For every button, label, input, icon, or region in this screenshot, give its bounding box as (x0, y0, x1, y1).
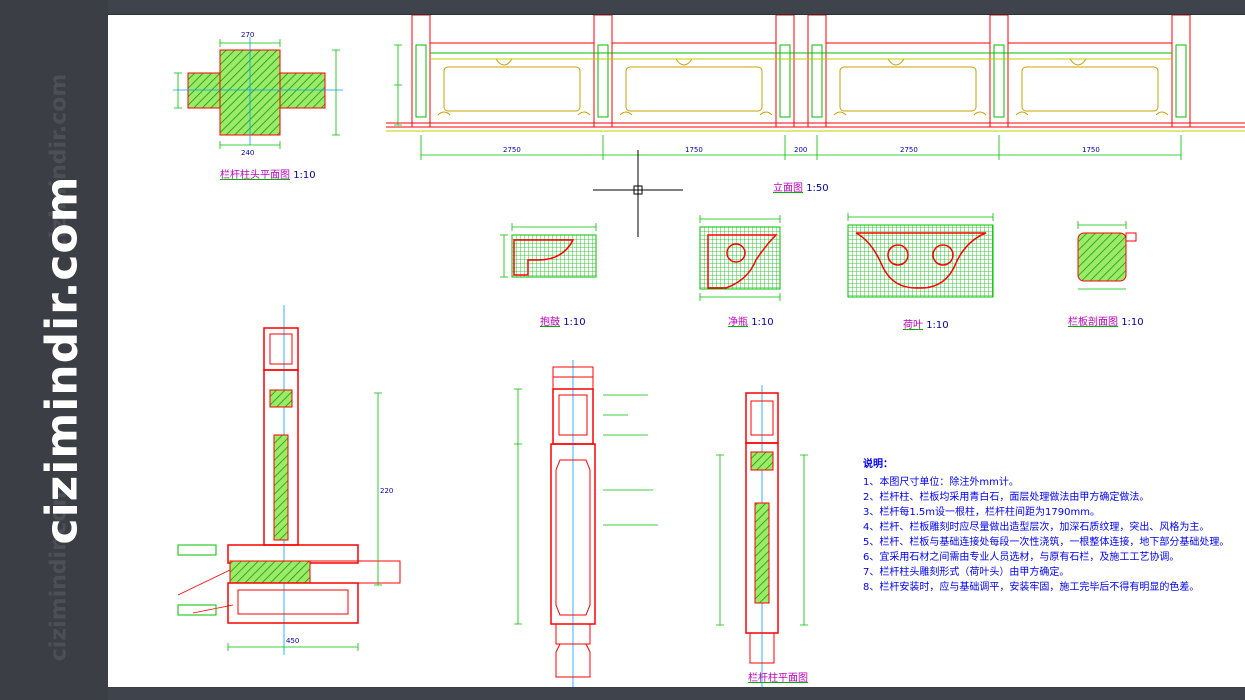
post-front-elevation (514, 360, 658, 687)
title-elevation: 立面图 1:50 (773, 183, 829, 194)
elev-dim-1: 2750 (503, 146, 521, 154)
note-item-6: 6、宜采用石材之间需由专业人员选材，与原有石栏，及施工工艺协调。 (863, 552, 1180, 563)
note-item-1: 1、本图尺寸单位：除注外mm计。 (863, 477, 1019, 488)
plan-dim-bottom: 240 (241, 149, 255, 157)
watermark-faint-1: cizimindir.com (46, 73, 72, 252)
detail-panel-section (1077, 221, 1137, 290)
base-dim-width: 450 (286, 637, 300, 645)
detail-drum (500, 223, 597, 278)
note-item-7: 7、栏杆柱头雕刻形式（荷叶头）由甲方确定。 (863, 567, 1070, 578)
notes-heading: 说明： (863, 459, 893, 470)
top-toolbar-strip (108, 0, 1245, 15)
left-watermark-panel (0, 0, 108, 700)
cad-drawing-canvas[interactable]: 270 240 2750 1750 200 2750 1750 450 220 … (108, 15, 1245, 687)
title-lotus-leaf: 荷叶 1:10 (903, 320, 949, 331)
note-item-8: 8、栏杆安装时，应与基础调平，安装牢固，施工完毕后不得有明显的色差。 (863, 582, 1200, 593)
note-item-2: 2、栏杆柱、栏板均采用青白石，面层处理做法由甲方确定做法。 (863, 492, 1150, 503)
note-item-5: 5、栏杆、栏板与基础连接处每段一次性浇筑，一根整体连接，地下部分基础处理。 (863, 537, 1230, 548)
elev-dim-4: 2750 (900, 146, 918, 154)
detail-vase (699, 215, 781, 301)
cad-crosshair-cursor[interactable] (593, 150, 683, 237)
base-dim-height: 220 (380, 487, 394, 495)
title-vase: 净瓶 1:10 (728, 317, 774, 328)
design-notes: 说明： 1、本图尺寸单位：除注外mm计。 2、栏杆柱、栏板均采用青白石，面层处理… (863, 457, 1243, 595)
title-drum: 抱鼓 1:10 (540, 317, 586, 328)
plan-dim-top: 270 (241, 31, 255, 39)
watermark-faint-2: cizimindir.com (46, 483, 72, 662)
title-panel-section: 栏板剖面图 1:10 (1068, 317, 1144, 328)
bottom-status-strip (108, 688, 1245, 700)
note-item-3: 3、栏杆每1.5m设一根柱，栏杆柱间距为1790mm。 (863, 507, 1100, 518)
title-post-plan: 栏杆柱平面图 (748, 673, 808, 684)
elev-dim-2: 1750 (685, 146, 703, 154)
title-post-head-plan: 栏杆柱头平面图 1:10 (220, 170, 316, 181)
post-head-plan (173, 37, 343, 149)
balustrade-elevation (386, 15, 1245, 160)
post-side-elevation (177, 305, 401, 655)
note-item-4: 4、栏杆、栏板雕刻时应尽量做出造型层次，加深石质纹理，突出、风格为主。 (863, 522, 1210, 533)
cad-drawing (173, 15, 1245, 687)
elev-dim-3: 200 (794, 146, 808, 154)
post-narrow-elevation (716, 385, 808, 687)
elev-dim-5: 1750 (1082, 146, 1100, 154)
detail-lotus-leaf (847, 213, 994, 298)
